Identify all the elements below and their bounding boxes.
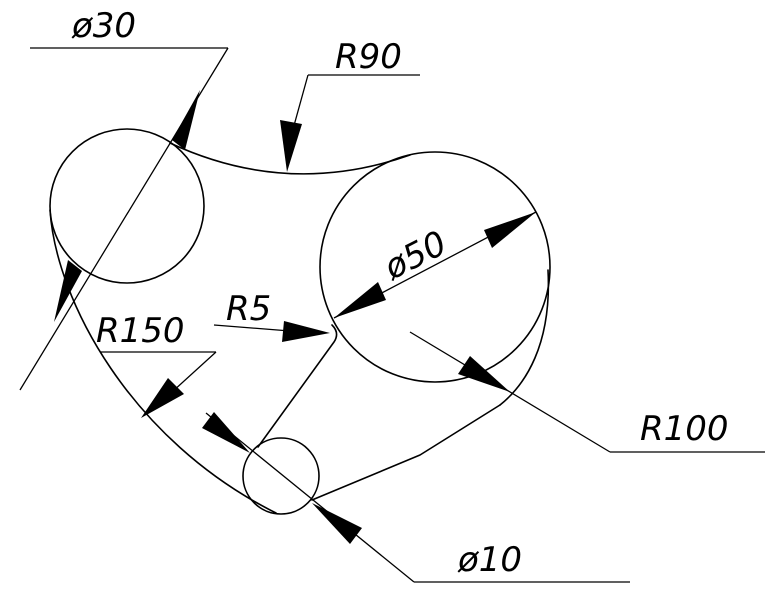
dia10-label: ø10 (457, 540, 522, 580)
part-outline (49, 128, 551, 515)
r150-label: R150 (96, 311, 185, 351)
dim-r100: R100 (409, 331, 765, 453)
circle-dia30 (49, 128, 205, 284)
dim-dia50: ø50 (333, 211, 537, 319)
dia30-arrow-top (172, 90, 200, 150)
dim-r150: R150 (96, 311, 217, 418)
dim-dia30: ø30 (19, 6, 229, 391)
r5-label: R5 (226, 289, 271, 329)
dia50-arrow-left (334, 282, 386, 318)
r100-arrow (458, 356, 510, 392)
tangent-line-right (311, 404, 501, 501)
dia30-arrow-bottom (54, 260, 82, 322)
inner-line-r5 (257, 324, 338, 448)
dia50-label: ø50 (377, 223, 453, 288)
circle-dia10 (242, 437, 320, 515)
r90-label: R90 (335, 37, 402, 77)
dim-dia10: ø10 (202, 412, 630, 583)
arc-r100-outer (499, 269, 550, 406)
dia10-arrow-upper (202, 412, 250, 453)
dia10-leader-line (205, 412, 415, 583)
dia10-arrow-lower (312, 503, 362, 544)
r150-arrow (141, 378, 184, 418)
circle-dia50 (319, 151, 551, 383)
r5-leader-line (213, 324, 291, 332)
arc-r90 (169, 142, 411, 175)
dia50-arrow-right (484, 212, 536, 248)
dim-r90: R90 (280, 37, 420, 172)
r150-leader-line (171, 351, 217, 393)
r100-label: R100 (640, 409, 729, 449)
arc-r150 (49, 209, 277, 514)
r5-arrow (282, 321, 330, 342)
dia30-label: ø30 (71, 6, 136, 46)
dim-r5: R5 (213, 289, 330, 342)
r90-arrow (280, 120, 302, 172)
